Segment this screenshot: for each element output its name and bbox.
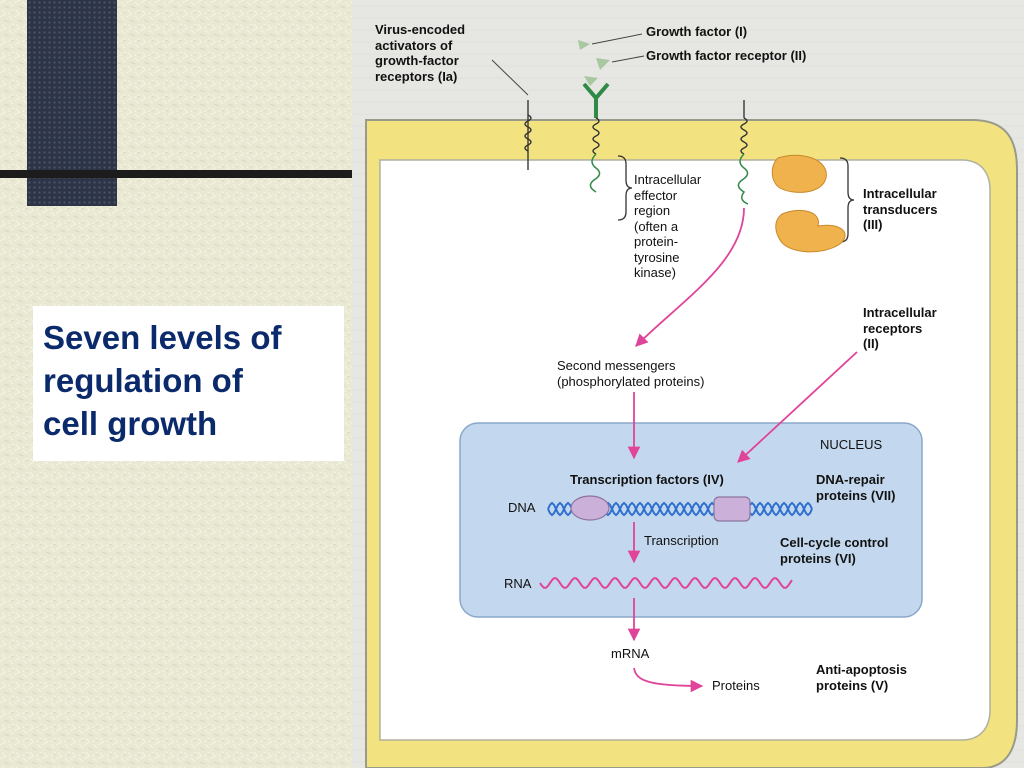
label-virus-activators: Virus-encoded activators of growth-facto… (375, 22, 466, 84)
label-transcription-factors: Transcription factors (IV) (570, 472, 724, 487)
growth-factor-ligand (596, 58, 610, 70)
growth-factor-ligand (578, 40, 590, 50)
growth-factor-receptor (582, 82, 610, 193)
label-rna: RNA (504, 576, 532, 591)
transducer-brace (839, 157, 855, 243)
translation-arrow (633, 667, 704, 693)
signal-arrow-receptor (635, 207, 745, 347)
label-growth-factor: Growth factor (I) (646, 24, 748, 39)
signal-arrow-intracellular-receptor (737, 351, 858, 463)
decorative-dark-bar (0, 170, 352, 178)
cell-growth-figure: Virus-encoded activators of growth-facto… (352, 0, 1024, 768)
effector-brace (617, 155, 633, 221)
label-proteins: Proteins (712, 678, 760, 693)
label-dna: DNA (508, 500, 536, 515)
title-box: Seven levels of regulation of cell growt… (33, 306, 344, 461)
label-anti-apoptosis: Anti-apoptosis proteins (V) (816, 662, 907, 693)
transducer-protein-top (771, 154, 827, 193)
label-second-messengers: Second messengers (phosphorylated protei… (557, 358, 705, 389)
label-effector-region: Intracellular effector region (often a p… (634, 172, 702, 280)
transcription-factor-protein (713, 496, 751, 522)
label-transcription: Transcription (644, 533, 719, 548)
label-intracellular-receptors: Intracellular receptors (II) (863, 305, 937, 351)
label-dna-repair: DNA-repair proteins (VII) (816, 472, 896, 503)
slide-title: Seven levels of regulation of cell growt… (43, 319, 282, 442)
rna-strand (539, 577, 793, 589)
label-nucleus: NUCLEUS (820, 437, 883, 452)
growth-factor-ligand (584, 76, 598, 86)
label-mrna: mRNA (611, 646, 650, 661)
cell-diagram (352, 0, 1024, 768)
label-cell-cycle: Cell-cycle control proteins (VI) (780, 535, 889, 566)
transducer-protein-bottom (775, 210, 846, 253)
receptor-ia (524, 100, 532, 170)
pointer-line (591, 33, 643, 45)
label-intracellular-transducers: Intracellular transducers (III) (863, 186, 938, 232)
transcription-factor-protein (570, 495, 610, 521)
receptor-right (737, 100, 749, 205)
nucleus (459, 422, 923, 618)
label-growth-factor-receptor: Growth factor receptor (II) (646, 48, 807, 63)
pointer-line (611, 55, 645, 63)
pointer-line (491, 59, 529, 96)
